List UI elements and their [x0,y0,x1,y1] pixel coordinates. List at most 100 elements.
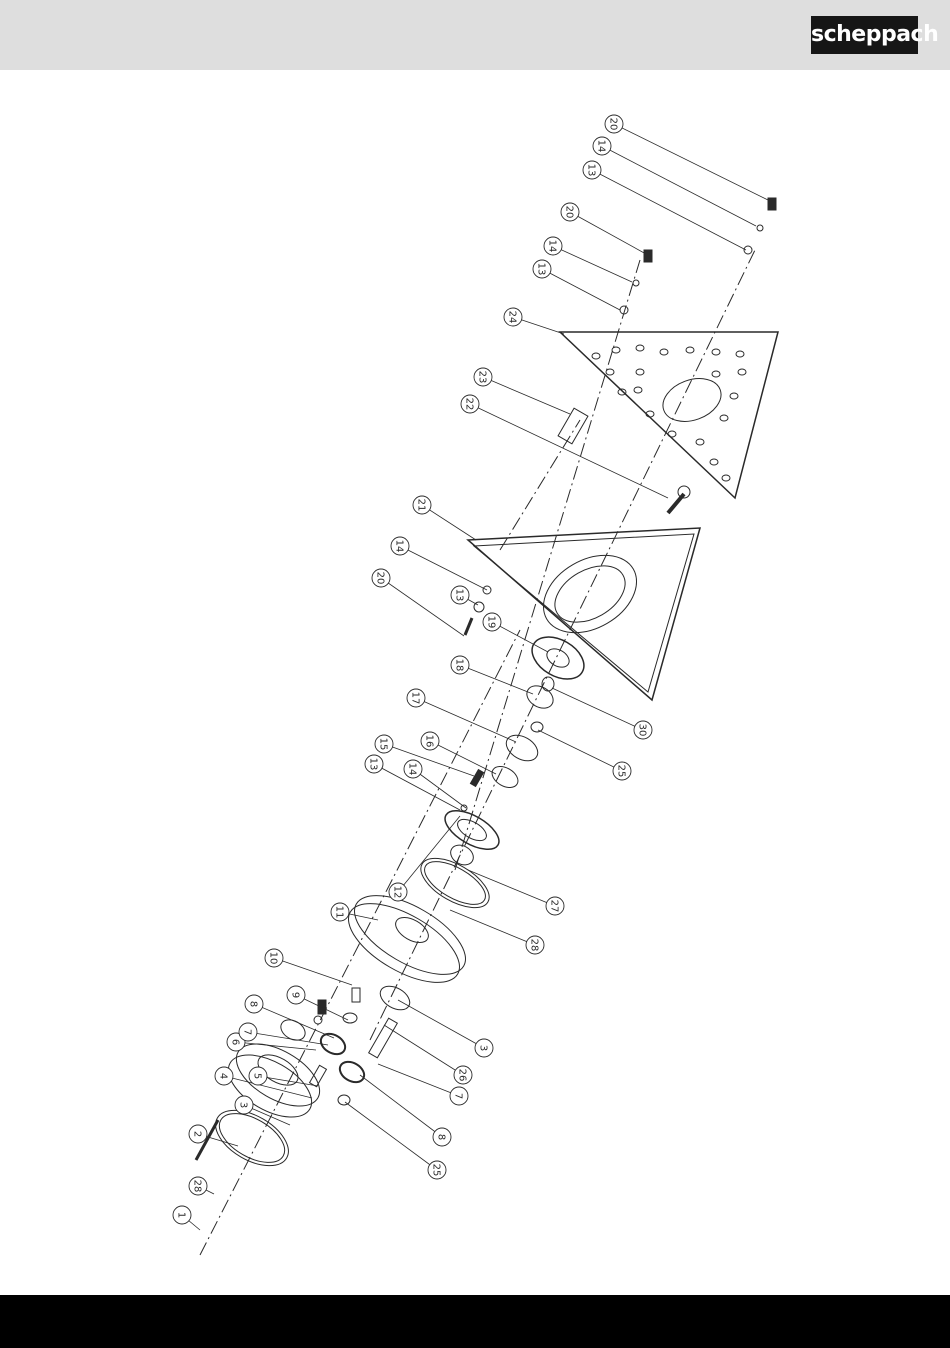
callout-leader-line [236,1042,316,1050]
callout-number: 14 [407,763,418,776]
callout-number: 5 [252,1073,263,1079]
callout-leader-line [468,870,555,906]
sanding-hole [712,371,720,377]
callout-number: 2 [192,1131,203,1137]
callout-number: 13 [454,589,465,602]
screw-part [668,494,684,513]
callout-number: 7 [453,1093,464,1099]
ring-seal-inner [418,853,492,913]
callout-number: 13 [368,758,379,771]
sanding-sheet-holes [592,345,746,481]
bearing-plate-bore [544,645,573,671]
callout-leader-line [384,1025,463,1075]
callout-leader-line [492,622,548,652]
callout-number: 11 [334,906,345,919]
callout-leader-line [552,688,643,730]
washer-part [633,280,639,286]
retaining-ring-part [338,1095,350,1105]
callout-number: 23 [477,371,488,384]
sanding-pad-base-part [468,528,700,700]
callout-number: 7 [242,1029,253,1035]
ring-seal-part [206,1099,297,1177]
callout-number: 8 [248,1001,259,1007]
callout-number: 27 [549,900,560,913]
callout-number: 25 [431,1164,442,1177]
callout-number: 19 [486,616,497,629]
callout-number: 25 [616,765,627,778]
sanding-hole [612,347,620,353]
sanding-hole [668,431,676,437]
bearing-part [523,681,557,712]
callout-leader-line [614,124,768,200]
callout-number: 14 [394,540,405,553]
brand-logo: scheppach [811,16,918,54]
housing-cover-bore [391,912,432,947]
callout-number: 16 [424,735,435,748]
header-bar: scheppach [0,0,950,70]
sanding-hole [606,369,614,375]
callout-number: 9 [290,992,301,998]
sanding-hole [710,459,718,465]
callout-number: 28 [529,939,540,952]
callout-leader-line [381,578,464,636]
washer-part [461,805,467,811]
callout-number: 14 [596,140,607,153]
callout-number: 10 [268,952,279,965]
callout-leader-line [542,269,620,310]
sanding-hole [634,387,642,393]
callout-number: 21 [416,499,427,512]
callout-number: 30 [637,724,648,737]
callout-leader-line [224,1076,312,1098]
callout-number: 22 [464,398,475,411]
washer-part [757,225,763,231]
shaft-part [310,1065,327,1086]
sanding-hole [686,347,694,353]
spindle-part [369,1018,398,1058]
sanding-sheet-hole [657,371,727,429]
callout-number: 20 [608,118,619,131]
callout-leader-line [378,1064,459,1096]
callout-leader-line [460,665,533,694]
callout-leader-line [483,377,570,414]
sanding-hole [696,439,704,445]
callout-leader-line [413,769,466,808]
bearing-plate-part [525,628,591,687]
sanding-hole [720,415,728,421]
callout-number: 4 [218,1073,229,1079]
sanding-hole [738,369,746,375]
sanding-hole [736,351,744,357]
callout-number: 24 [507,311,518,324]
callout-leader-line [248,1032,328,1045]
exploded-view-drawing: 1282345678910267825311282712131415161718… [0,70,950,1295]
callout-leader-line [553,246,632,282]
callout-number: 6 [230,1039,241,1045]
assembly-axis-line [370,250,755,1040]
bearing-part [277,1016,309,1045]
callout-leader-line [422,505,476,540]
callout-leader-line [570,212,646,254]
assembly-axis-line [500,420,580,550]
sanding-hole [712,349,720,355]
screw-part [318,1000,326,1014]
screw-part [644,250,652,262]
flange-bore [454,815,490,845]
callout-number: 3 [478,1045,489,1051]
callout-leader-line [398,1000,484,1048]
retaining-ring-part [343,1013,357,1023]
sleeve-part [558,408,588,444]
sanding-pad-base-bore [530,540,651,649]
sanding-hole [730,393,738,399]
callout-number: 20 [375,572,386,585]
callout-number: 14 [547,240,558,253]
sanding-hole [636,369,644,375]
eccentric-part [502,730,542,766]
callout-number: 13 [536,263,547,276]
callout-leader-line [345,1102,437,1170]
callout-number: 15 [378,738,389,751]
sanding-hole [636,345,644,351]
callout-leader-line [450,910,535,945]
screw-part [465,618,472,635]
callout-number: 26 [457,1069,468,1082]
